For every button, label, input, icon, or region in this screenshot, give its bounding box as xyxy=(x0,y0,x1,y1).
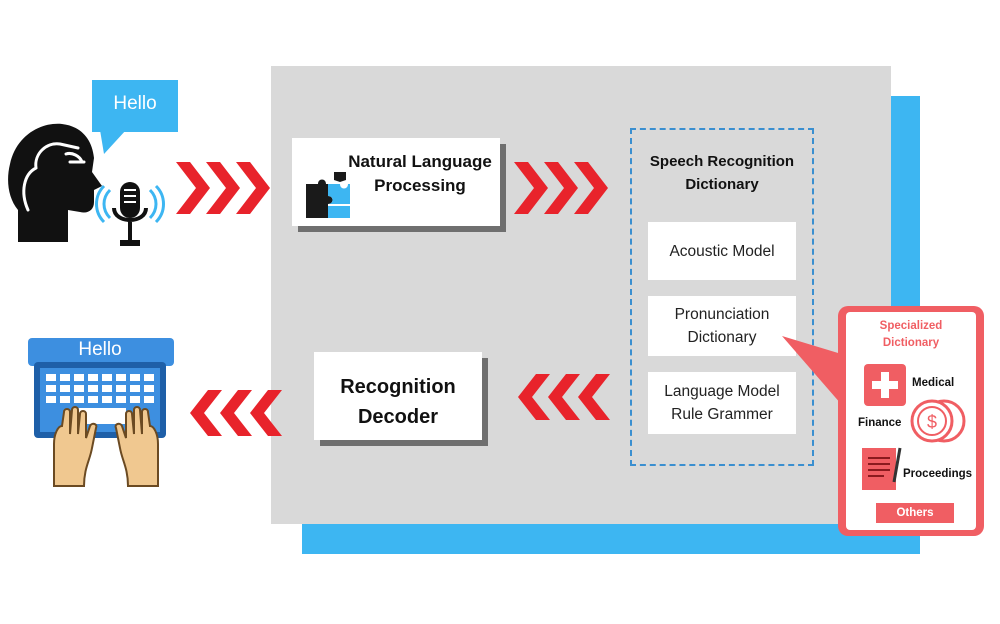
puzzle-icon xyxy=(306,172,350,218)
speech-bubble-text: Hello xyxy=(113,93,157,114)
language-model-label-line2: Rule Grammer xyxy=(671,406,773,423)
dictionary-dashed-box xyxy=(630,128,814,466)
others-button[interactable]: Others xyxy=(876,503,954,523)
medical-cross-icon xyxy=(864,364,906,406)
svg-text:$: $ xyxy=(927,412,937,432)
specialized-title-line2: Dictionary xyxy=(882,337,940,349)
dictionary-title: Speech Recognition Dictionary xyxy=(632,150,812,196)
mid-chevron-arrows-icon xyxy=(514,162,608,214)
pronunciation-label-line2: Dictionary xyxy=(687,329,757,346)
nlp-title-line1: Natural Language xyxy=(348,152,492,171)
proceedings-label: Proceedings xyxy=(903,468,973,480)
pronunciation-label-line1: Pronunciation xyxy=(674,306,770,323)
person-head-icon xyxy=(8,123,102,242)
laptop-screen-text: Hello xyxy=(78,339,122,360)
microphone-icon xyxy=(95,182,165,246)
recognition-decoder-box xyxy=(314,352,482,440)
return-chevron-arrows-icon xyxy=(518,374,610,420)
decoder-title-line1: Recognition xyxy=(340,376,456,398)
speech-bubble xyxy=(92,80,178,132)
output-chevron-arrows-icon xyxy=(190,390,282,436)
hands-icon xyxy=(53,406,159,487)
recognition-decoder-title: Recognition Decoder xyxy=(314,372,482,432)
specialized-title-line1: Specialized xyxy=(879,320,943,332)
acoustic-model-box: Acoustic Model xyxy=(648,222,796,280)
finance-label: Finance xyxy=(858,417,902,429)
speech-bubble-tail xyxy=(100,130,126,154)
language-model-box: Language Model Rule Grammer xyxy=(648,372,796,434)
document-pen-icon xyxy=(862,447,902,490)
input-chevron-arrows-icon xyxy=(176,162,270,214)
specialized-pointer xyxy=(782,336,848,412)
nlp-title-line2: Processing xyxy=(374,176,466,195)
laptop-icon xyxy=(28,338,174,438)
acoustic-model-label: Acoustic Model xyxy=(669,242,775,260)
decoder-title-line2: Decoder xyxy=(357,406,439,428)
specialized-dictionary-title: Specialized Dictionary xyxy=(846,318,976,352)
dictionary-title-line1: Speech Recognition xyxy=(649,153,795,170)
medical-label: Medical xyxy=(912,377,955,389)
dollar-coin-icon: $ xyxy=(910,399,966,443)
language-model-label-line1: Language Model xyxy=(664,383,780,400)
nlp-title: Natural Language Processing xyxy=(340,150,500,198)
pronunciation-dictionary-box: Pronunciation Dictionary xyxy=(648,296,796,356)
dictionary-title-line2: Dictionary xyxy=(685,176,759,193)
